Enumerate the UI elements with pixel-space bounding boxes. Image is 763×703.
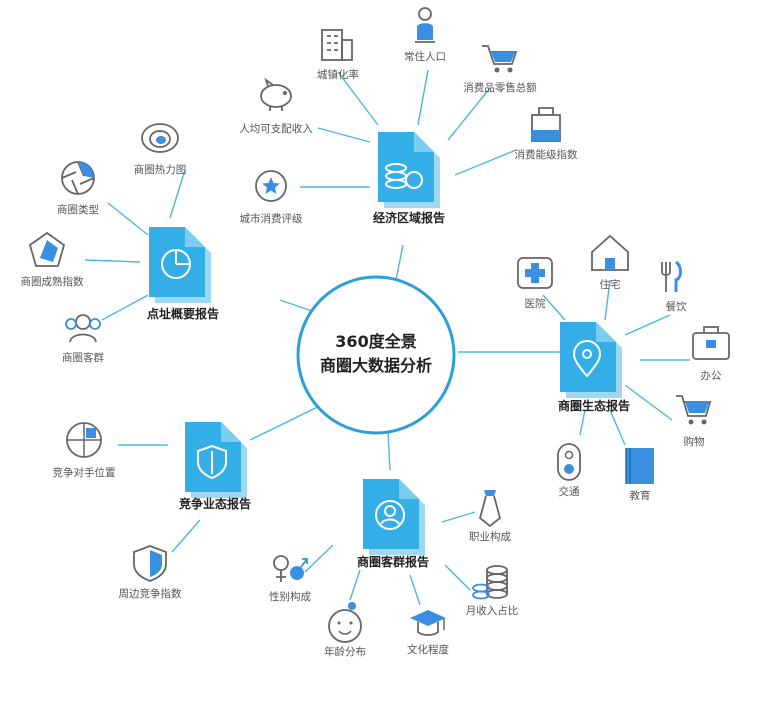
item-type-label: 商圈类型 xyxy=(57,203,99,216)
item-customers[interactable]: 商圈客群 xyxy=(62,314,104,364)
item-transport[interactable]: 交通 xyxy=(557,443,581,498)
map-pin-icon xyxy=(572,340,602,378)
item-urbanization-label: 城镇化率 xyxy=(317,68,359,81)
item-comp-index-label: 周边竞争指数 xyxy=(119,587,182,600)
report-competition[interactable]: 竞争业态报告 xyxy=(179,422,251,511)
shopping-bag-icon xyxy=(531,107,561,142)
item-hospital-label: 医院 xyxy=(525,297,546,310)
gender-icon xyxy=(273,555,308,582)
book-icon xyxy=(625,448,654,484)
item-resident-pop-label: 常住人口 xyxy=(404,50,446,63)
report-economic-label: 经济区域报告 xyxy=(373,210,445,225)
item-customers-label: 商圈客群 xyxy=(62,351,104,364)
house-icon xyxy=(591,234,629,271)
item-disposable-income[interactable]: 人均可支配收入 xyxy=(239,77,313,135)
item-income[interactable]: 月收入占比 xyxy=(466,565,519,617)
item-occupation[interactable]: 职业构成 xyxy=(469,490,511,543)
users-icon xyxy=(65,314,101,343)
cart-icon xyxy=(676,395,712,425)
report-customer-label: 商圈客群报告 xyxy=(357,554,429,569)
item-urbanization[interactable]: 城镇化率 xyxy=(317,29,359,81)
item-housing-label: 住宅 xyxy=(600,278,621,291)
report-site[interactable]: 点址概要报告 xyxy=(147,227,219,321)
item-consumption-level-label: 消费能级指数 xyxy=(515,148,578,161)
star-badge-icon xyxy=(255,170,287,202)
item-city-rating[interactable]: 城市消费评级 xyxy=(240,170,303,225)
coins-icon xyxy=(385,163,423,189)
coin-stack-icon xyxy=(472,565,508,600)
center-title-line1: 360度全景 xyxy=(335,332,416,351)
briefcase-icon xyxy=(692,326,730,360)
item-office-label: 办公 xyxy=(701,369,722,382)
item-shopping-label: 购物 xyxy=(684,435,705,448)
person-icon xyxy=(415,7,435,43)
item-housing[interactable]: 住宅 xyxy=(591,234,629,291)
item-position-label: 竞争对手位置 xyxy=(53,466,116,479)
item-dining[interactable]: 餐饮 xyxy=(661,260,687,313)
item-maturity-label: 商圈成熟指数 xyxy=(21,275,84,288)
item-gender-label: 性别构成 xyxy=(269,590,311,603)
item-type[interactable]: 商圈类型 xyxy=(57,161,99,216)
item-heatmap[interactable]: 商圈热力图 xyxy=(134,123,187,176)
radar-icon xyxy=(28,231,66,267)
building-icon xyxy=(321,29,353,61)
report-site-label: 点址概要报告 xyxy=(147,306,219,321)
item-consumption-level[interactable]: 消费能级指数 xyxy=(515,107,578,161)
item-occupation-label: 职业构成 xyxy=(469,530,511,543)
item-education-label: 教育 xyxy=(630,489,651,502)
tie-icon xyxy=(478,490,502,528)
crosshair-icon xyxy=(66,422,102,458)
item-gender[interactable]: 性别构成 xyxy=(269,555,311,603)
shield-icon xyxy=(197,444,227,480)
traffic-light-icon xyxy=(557,443,581,481)
center-hub: 360度全景 商圈大数据分析 xyxy=(296,275,456,435)
connectors xyxy=(84,69,690,606)
item-income-label: 月收入占比 xyxy=(466,604,519,617)
item-education[interactable]: 教育 xyxy=(625,448,654,502)
aperture-icon xyxy=(61,161,95,195)
item-shopping[interactable]: 购物 xyxy=(676,395,712,448)
piggy-bank-icon xyxy=(260,77,292,111)
grad-cap-icon xyxy=(410,610,446,636)
item-comp-index[interactable]: 周边竞争指数 xyxy=(119,545,182,600)
item-transport-label: 交通 xyxy=(559,485,580,498)
item-office[interactable]: 办公 xyxy=(692,326,730,382)
item-education-level[interactable]: 文化程度 xyxy=(407,610,449,656)
pie-chart-icon xyxy=(161,249,191,279)
baby-face-icon xyxy=(328,602,362,643)
item-hospital[interactable]: 医院 xyxy=(517,257,553,310)
report-ecology[interactable]: 商圈生态报告 xyxy=(558,322,630,413)
item-age[interactable]: 年龄分布 xyxy=(324,602,366,658)
document-icon xyxy=(363,479,425,555)
heatmap-icon xyxy=(141,123,179,153)
document-icon xyxy=(560,322,622,398)
item-city-rating-label: 城市消费评级 xyxy=(240,212,303,225)
center-title-line2: 商圈大数据分析 xyxy=(320,356,432,375)
document-icon xyxy=(185,422,247,498)
report-economic[interactable]: 经济区域报告 xyxy=(373,132,445,225)
item-education-level-label: 文化程度 xyxy=(407,643,449,656)
item-maturity[interactable]: 商圈成熟指数 xyxy=(21,231,84,288)
medical-cross-icon xyxy=(517,257,553,289)
report-competition-label: 竞争业态报告 xyxy=(179,496,251,511)
item-heatmap-label: 商圈热力图 xyxy=(134,163,187,176)
item-disposable-income-label: 人均可支配收入 xyxy=(239,122,313,135)
cart-icon xyxy=(482,45,518,73)
item-retail-sales-label: 消费品零售总额 xyxy=(463,81,537,94)
item-position[interactable]: 竞争对手位置 xyxy=(53,422,116,479)
user-circle-icon xyxy=(375,500,405,530)
shield-icon xyxy=(133,545,167,582)
item-resident-pop[interactable]: 常住人口 xyxy=(404,7,446,63)
report-customer[interactable]: 商圈客群报告 xyxy=(357,479,429,569)
item-age-label: 年龄分布 xyxy=(324,645,366,658)
item-retail-sales[interactable]: 消费品零售总额 xyxy=(463,45,537,94)
fork-knife-icon xyxy=(661,260,682,292)
item-dining-label: 餐饮 xyxy=(666,300,687,313)
report-ecology-label: 商圈生态报告 xyxy=(558,398,630,413)
